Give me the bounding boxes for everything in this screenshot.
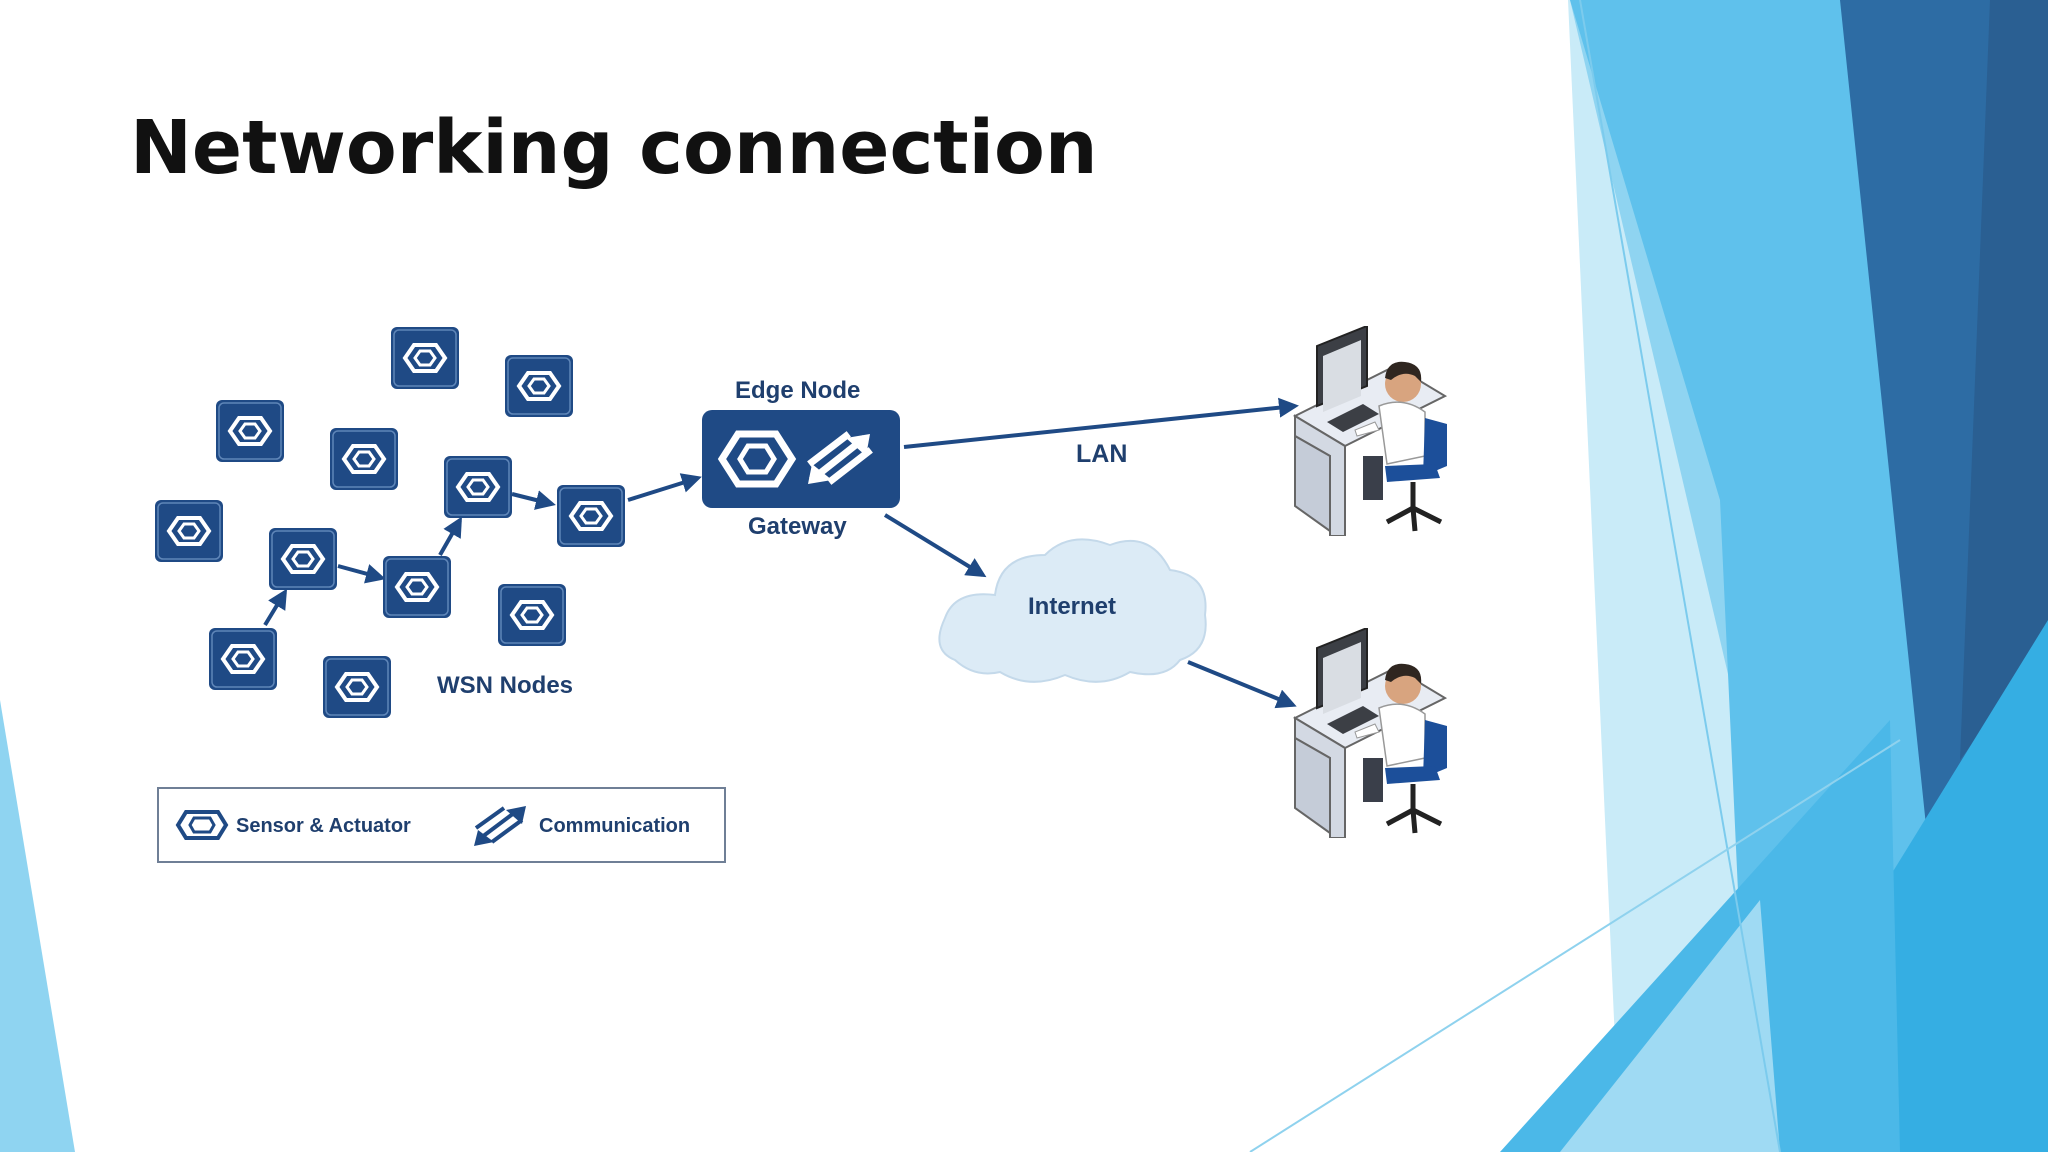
legend-communication-icon: [474, 806, 526, 846]
wsn-node: [557, 485, 625, 547]
internet-cloud: [938, 538, 1207, 683]
lan-workstation: [1295, 326, 1447, 536]
link-internet-out: [1187, 660, 1297, 709]
slide-title: Networking connection: [130, 105, 1098, 191]
wsn-node: [505, 355, 573, 417]
wsn-node: [444, 456, 512, 518]
internet-workstation: [1295, 628, 1447, 838]
wsn-node-cluster: [155, 327, 625, 718]
wsn-node: [383, 556, 451, 618]
wsn-node: [391, 327, 459, 389]
wsn-node: [155, 500, 223, 562]
legend-sensor-label: Sensor & Actuator: [236, 815, 411, 837]
link-2: [337, 564, 386, 584]
wsn-node: [216, 400, 284, 462]
link-internet-in: [883, 513, 987, 578]
bg-facet-bottom-pale: [1560, 900, 1780, 1152]
lan-label: LAN: [1076, 440, 1127, 468]
bg-facet-bottom: [1500, 720, 1900, 1152]
wsn-node: [330, 428, 398, 490]
bg-thin-line-2: [1249, 739, 1901, 1152]
communication-icon: [807, 431, 873, 485]
link-1: [263, 588, 288, 627]
wsn-node: [269, 528, 337, 590]
legend-sensor-icon-inner: [188, 816, 216, 834]
wsn-links: [263, 397, 1299, 709]
link-4: [511, 490, 556, 510]
wsn-node: [209, 628, 277, 690]
link-3: [438, 516, 462, 556]
bg-thin-line: [1579, 0, 1781, 1152]
edge-node-label: Edge Node: [735, 377, 860, 404]
wsn-nodes-label: WSN Nodes: [437, 672, 573, 699]
link-lan: [903, 397, 1299, 449]
wsn-node: [323, 656, 391, 718]
legend: Sensor & Actuator Communication: [157, 787, 726, 863]
wsn-node: [498, 584, 566, 646]
bg-facet-darker: [1960, 0, 2048, 760]
gateway-label: Gateway: [748, 513, 847, 540]
sensor-actuator-icon-inner: [737, 443, 777, 475]
bg-left-sliver: [0, 700, 75, 1152]
sensor-actuator-icon: [717, 430, 797, 488]
link-5: [627, 473, 702, 502]
legend-communication-label: Communication: [539, 815, 690, 837]
edge-node-box: [702, 410, 900, 508]
edge-node-gateway: [702, 410, 900, 508]
internet-label: Internet: [1028, 593, 1116, 620]
legend-sensor-icon: [175, 810, 229, 840]
legend-box: [157, 787, 726, 863]
